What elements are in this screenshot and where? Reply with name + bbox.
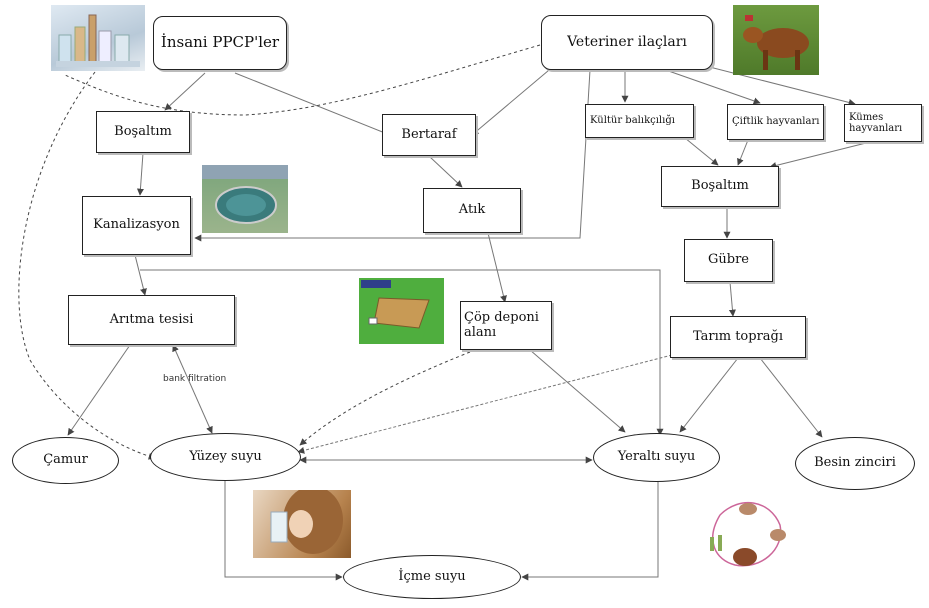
edge-cop-yeralti	[529, 349, 626, 433]
landfill-illustration	[359, 278, 444, 344]
node-insani-ppcp: İnsani PPCP'ler	[153, 16, 287, 70]
edge-aritma-yuzey	[172, 344, 213, 434]
edge-aritma-camur	[67, 344, 131, 436]
edge-atik-cop	[487, 232, 507, 303]
node-cop: Çöp deponi alanı	[460, 301, 552, 350]
node-camur: Çamur	[12, 437, 119, 484]
node-ciftlik: Çiftlik hayvanları	[727, 104, 824, 140]
node-bosaltim-right: Boşaltım	[661, 166, 779, 207]
edge-ppcp-bertaraf	[234, 72, 391, 136]
node-gubre: Gübre	[684, 239, 773, 282]
edge-kumes-bosaltim	[769, 141, 871, 169]
edge-gubre-tarim	[728, 281, 736, 317]
node-yuzey: Yüzey suyu	[150, 433, 301, 481]
cow-photo	[733, 5, 819, 75]
node-atik: Atık	[423, 188, 521, 233]
edge-kanal-aritma	[134, 254, 147, 296]
node-aritma: Arıtma tesisi	[68, 295, 235, 345]
edge-ppcp-bosaltim	[164, 72, 206, 111]
edge-vet-bosaltim-dashed	[64, 44, 541, 116]
edge-kultur-bosaltim	[684, 137, 719, 166]
edge-bosaltim-kanal	[136, 152, 144, 196]
node-bosaltim-left: Boşaltım	[96, 111, 190, 153]
node-tarim: Tarım toprağı	[670, 316, 806, 358]
node-kultur: Kültür balıkçılığı	[585, 104, 694, 138]
node-kumes: Kümes hayvanları	[844, 104, 922, 142]
edge-yeralti-icme	[521, 482, 659, 581]
edge-vet-bertaraf	[471, 64, 556, 136]
edge-yuzey-icme	[224, 480, 343, 581]
drinking-water-photo	[253, 490, 351, 558]
edge-kanal-yeralti	[140, 269, 664, 436]
node-bertaraf: Bertaraf	[382, 114, 476, 156]
edge-tarim-besin	[759, 357, 823, 438]
node-kanalizasyon: Kanalizasyon	[82, 196, 191, 255]
edge-vet-kumes	[689, 61, 856, 106]
node-icme: İçme suyu	[343, 555, 521, 599]
edge-vet-ciftlik	[659, 67, 761, 105]
node-veteriner: Veteriner ilaçları	[541, 15, 713, 70]
edge-tarim-yuzey	[297, 354, 673, 454]
edge-ciftlik-bosaltim	[737, 139, 749, 166]
edge-ppcp-yuzey-dashed	[18, 71, 156, 460]
medicine-bottles-photo	[51, 5, 145, 71]
edge-cop-yuzey-dashed	[299, 351, 471, 446]
edge-bertaraf-atik	[429, 156, 463, 188]
node-besin: Besin zinciri	[795, 437, 915, 490]
food-chain-illustration	[700, 495, 792, 575]
node-yeralti: Yeraltı suyu	[593, 433, 720, 482]
label-bank-filtration: bank filtration	[163, 374, 227, 384]
edge-tarim-yeralti	[679, 357, 739, 433]
treatment-plant-photo	[202, 165, 288, 233]
